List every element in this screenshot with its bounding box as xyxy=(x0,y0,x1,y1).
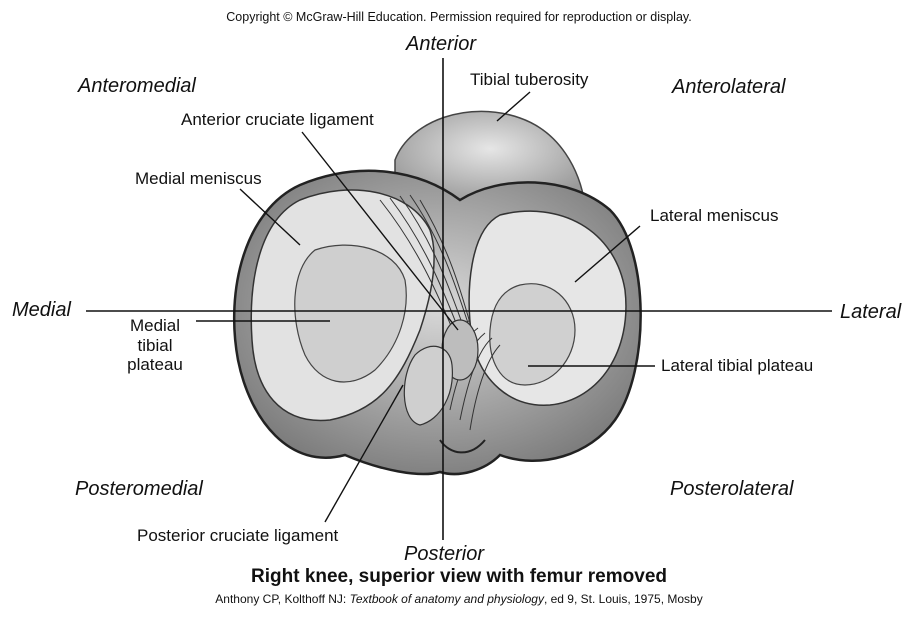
label-medial-meniscus: Medial meniscus xyxy=(135,169,262,188)
label-medial-tibial-plateau: Medial tibial plateau xyxy=(120,316,190,375)
leader-medial-meniscus xyxy=(239,188,301,246)
direction-lateral: Lateral xyxy=(840,301,902,323)
lateral-tibial-plateau-shape xyxy=(489,283,576,386)
copyright-notice: Copyright © McGraw-Hill Education. Permi… xyxy=(226,10,692,24)
leader-lateral-meniscus xyxy=(574,225,641,283)
label-medial-tibial-plateau-line2: tibial xyxy=(137,335,173,355)
direction-anterior: Anterior xyxy=(406,33,477,55)
leader-lines xyxy=(196,91,655,523)
leader-anterior-cruciate xyxy=(301,131,459,331)
label-anterior-cruciate-ligament: Anterior cruciate ligament xyxy=(181,110,374,129)
label-tibial-tuberosity: Tibial tuberosity xyxy=(470,70,589,89)
credit-publication: , ed 9, St. Louis, 1975, Mosby xyxy=(543,592,703,606)
direction-posterolateral: Posterolateral xyxy=(670,478,794,500)
label-posterior-cruciate-ligament: Posterior cruciate ligament xyxy=(137,526,339,545)
label-medial-tibial-plateau-line1: Medial xyxy=(129,316,181,335)
label-medial-tibial-plateau-line3: plateau xyxy=(127,355,183,375)
direction-medial: Medial xyxy=(12,299,71,321)
figure-credit: Anthony CP, Kolthoff NJ: Textbook of ana… xyxy=(0,592,918,606)
medial-tibial-plateau-shape xyxy=(294,244,407,383)
direction-posteromedial: Posteromedial xyxy=(75,478,203,500)
direction-posterior: Posterior xyxy=(404,543,485,565)
label-lateral-meniscus: Lateral meniscus xyxy=(650,206,779,225)
direction-anterolateral: Anterolateral xyxy=(672,76,786,98)
direction-anteromedial: Anteromedial xyxy=(78,75,196,97)
leader-tibial-tuberosity xyxy=(496,91,531,122)
credit-book-title: Textbook of anatomy and physiology xyxy=(349,592,544,606)
label-lateral-tibial-plateau: Lateral tibial plateau xyxy=(661,356,814,375)
figure-title: Right knee, superior view with femur rem… xyxy=(251,566,667,587)
posterior-cruciate-shape xyxy=(403,345,453,426)
credit-authors: Anthony CP, Kolthoff NJ: xyxy=(215,592,350,606)
leader-posterior-cruciate xyxy=(324,384,404,523)
